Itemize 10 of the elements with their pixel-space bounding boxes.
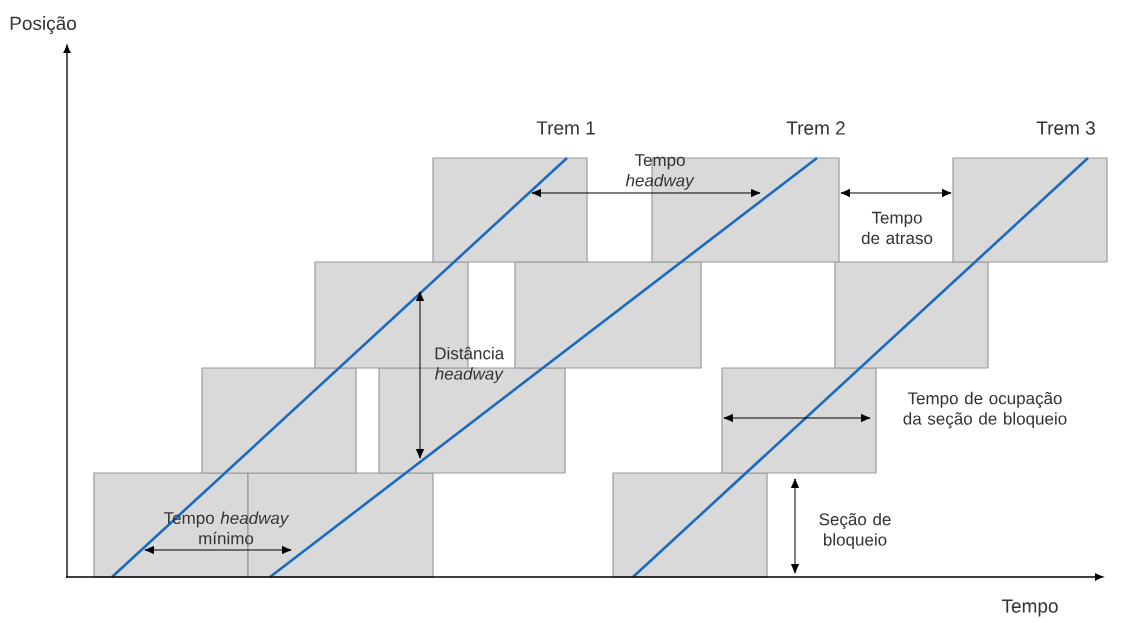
annotation: Seção de bloqueio [819, 512, 891, 550]
annotation: Tempo de ocupação da seção de bloqueio [903, 391, 1067, 429]
train-label: Trem 2 [786, 121, 845, 135]
axis-label: Tempo [1001, 599, 1058, 617]
train-label: Trem 1 [536, 121, 595, 135]
annotation: Tempo de atraso [861, 211, 933, 245]
annotation: Distância headway [435, 346, 505, 384]
train-label: Trem 3 [1036, 121, 1095, 135]
axis-label: Posição [10, 16, 76, 34]
annotation: Tempo headway [625, 154, 695, 190]
